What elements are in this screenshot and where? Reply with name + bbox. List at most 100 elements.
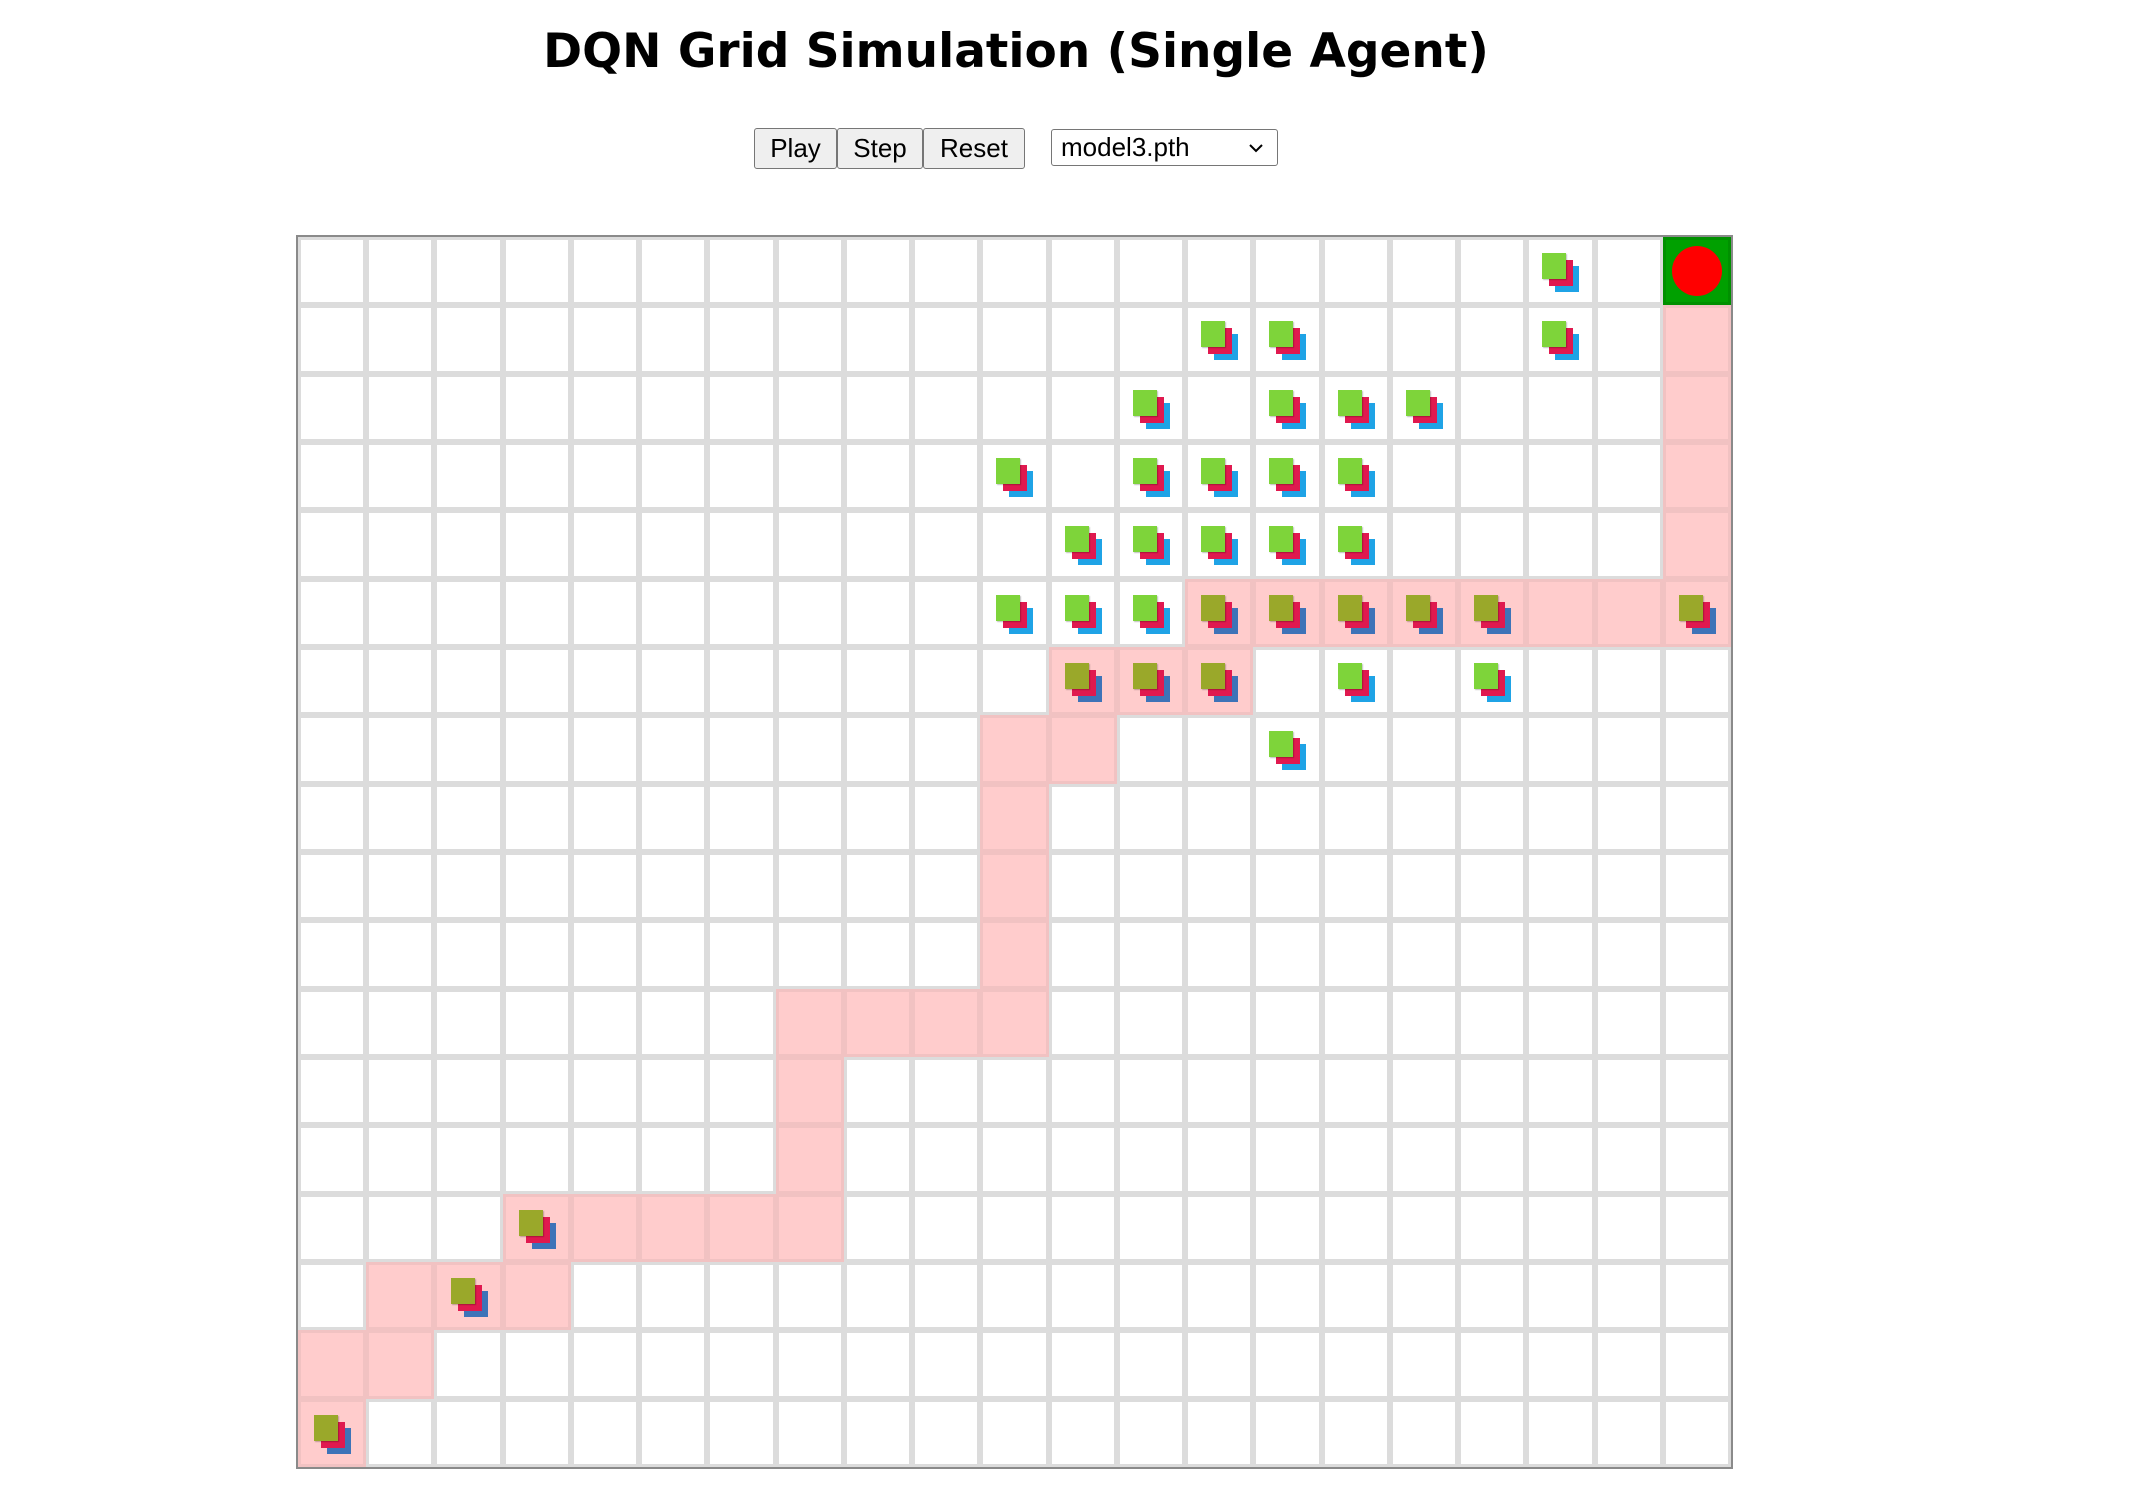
grid-cell: [912, 1057, 981, 1126]
grid-cell: [1389, 1193, 1459, 1262]
grid-cell: [775, 920, 844, 989]
model-select[interactable]: model3.pth: [1051, 129, 1278, 166]
grid-cell: [1185, 1398, 1254, 1467]
control-bar: Play Step Reset model3.pth: [0, 128, 2032, 170]
grid-cell: [843, 647, 913, 716]
agent-stack-icon: [992, 454, 1036, 498]
agent-stack-icon: [1334, 522, 1378, 566]
grid-cell: [1458, 647, 1527, 716]
grid-cell: [366, 510, 435, 579]
grid-cell: [707, 373, 776, 442]
grid-cell: [1321, 305, 1390, 374]
visited-cell: [1662, 510, 1731, 579]
simulation-grid[interactable]: [296, 235, 1733, 1469]
grid-cell: [434, 1398, 503, 1467]
grid-cell: [1321, 715, 1390, 784]
grid-cell: [570, 647, 640, 716]
grid-cell: [1526, 1193, 1595, 1262]
grid-cell: [366, 1125, 435, 1194]
grid-cell: [298, 1125, 367, 1194]
grid-cell: [1458, 783, 1527, 852]
grid-cell: [843, 783, 913, 852]
grid-cell: [434, 920, 503, 989]
visited-cell: [1662, 305, 1731, 374]
step-button[interactable]: Step: [837, 128, 923, 169]
grid-cell: [912, 237, 981, 306]
grid-cell: [912, 1125, 981, 1194]
grid-cell: [980, 373, 1049, 442]
agent-stack-icon: [1402, 591, 1446, 635]
grid-cell: [1526, 1057, 1595, 1126]
grid-cell: [1526, 1398, 1595, 1467]
grid-cell: [1662, 1398, 1731, 1467]
grid-cell: [775, 783, 844, 852]
agent-stack-icon: [1334, 386, 1378, 430]
grid-cell: [1253, 715, 1322, 784]
visited-cell: [1458, 578, 1527, 647]
grid-cell: [1594, 783, 1663, 852]
grid-cell: [570, 715, 640, 784]
grid-cell: [1048, 1262, 1117, 1331]
grid-cell: [775, 373, 844, 442]
grid-cell: [1116, 1193, 1186, 1262]
grid-cell: [1389, 1398, 1459, 1467]
grid-cell: [1116, 237, 1186, 306]
grid-cell: [843, 852, 913, 921]
grid-cell: [1185, 1057, 1254, 1126]
play-button[interactable]: Play: [754, 128, 837, 169]
grid-cell: [298, 988, 367, 1057]
grid-cell: [775, 1398, 844, 1467]
grid-cell: [912, 373, 981, 442]
grid-cell: [1321, 1262, 1390, 1331]
visited-cell: [1048, 647, 1117, 716]
grid-cell: [1594, 1262, 1663, 1331]
grid-cell: [912, 1398, 981, 1467]
grid-cell: [570, 920, 640, 989]
reset-button[interactable]: Reset: [923, 128, 1025, 169]
grid-cell: [434, 1057, 503, 1126]
grid-cell: [502, 510, 571, 579]
grid-cell: [502, 783, 571, 852]
grid-cell: [1594, 1193, 1663, 1262]
grid-cell: [707, 237, 776, 306]
grid-cell: [434, 783, 503, 852]
agent-stack-icon: [1265, 727, 1309, 771]
visited-cell: [434, 1262, 503, 1331]
grid-cell: [1253, 988, 1322, 1057]
grid-cell: [912, 1330, 981, 1399]
grid-cell: [1116, 510, 1186, 579]
grid-cell: [639, 510, 708, 579]
grid-cell: [1185, 237, 1254, 306]
grid-cell: [1389, 373, 1459, 442]
grid-cell: [434, 852, 503, 921]
grid-cell: [1526, 373, 1595, 442]
grid-cell: [843, 1398, 913, 1467]
grid-cell: [434, 1125, 503, 1194]
grid-cell: [1594, 715, 1663, 784]
agent-stack-icon: [1129, 522, 1173, 566]
grid-cell: [366, 852, 435, 921]
grid-cell: [366, 1193, 435, 1262]
grid-cell: [1116, 920, 1186, 989]
grid-cell: [1458, 920, 1527, 989]
grid-cell: [1048, 988, 1117, 1057]
grid-cell: [980, 1125, 1049, 1194]
grid-cell: [1116, 1125, 1186, 1194]
grid-cell: [366, 647, 435, 716]
visited-cell: [1662, 578, 1731, 647]
visited-cell: [980, 988, 1049, 1057]
visited-cell: [1321, 578, 1390, 647]
grid-cell: [775, 305, 844, 374]
grid-cell: [570, 988, 640, 1057]
grid-cell: [366, 578, 435, 647]
agent-stack-icon: [1197, 522, 1241, 566]
grid-cell: [434, 1193, 503, 1262]
grid-cell: [502, 442, 571, 511]
grid-cell: [843, 442, 913, 511]
grid-cell: [1253, 920, 1322, 989]
agent-stack-icon: [1334, 591, 1378, 635]
grid-cell: [570, 1398, 640, 1467]
agent-stack-icon: [1265, 454, 1309, 498]
grid-cell: [502, 647, 571, 716]
grid-cell: [1594, 920, 1663, 989]
